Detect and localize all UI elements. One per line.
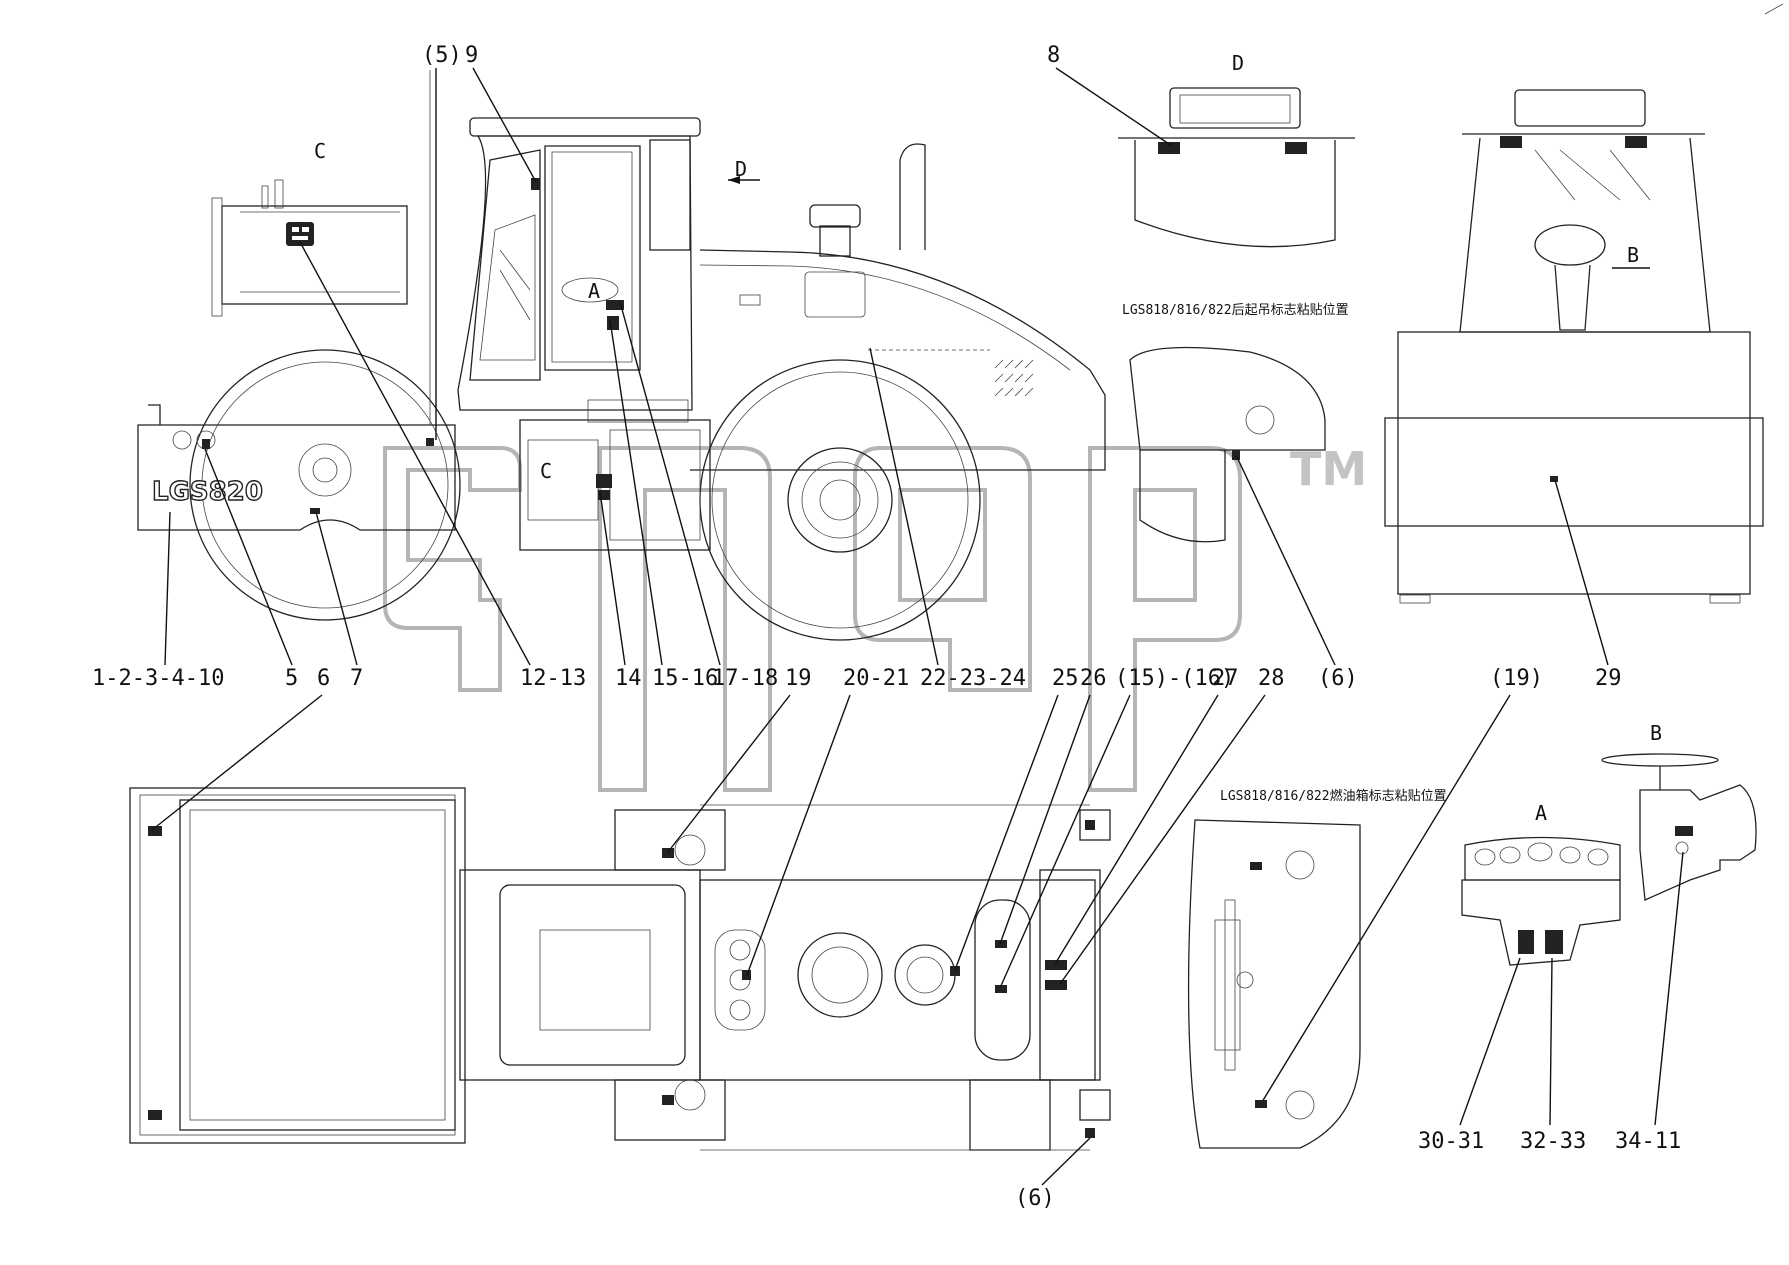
watermark-tm: TM [1290,442,1367,496]
view-label-c-inset: C [540,459,552,483]
d-view: D LGS818/816/822后起吊标志粘贴位置 [1118,51,1355,318]
caption-fuel-tank: LGS818/816/822燃油箱标志粘贴位置 [1220,788,1447,804]
view-label-a-cab: A [588,279,600,303]
callout-32-33: 32-33 [1520,1129,1586,1154]
callout-17-18: 17-18 [712,666,778,691]
callout-5-top: (5) [422,43,462,68]
callout-19: 19 [785,666,812,691]
callout-row-bottom-right: 30-31 32-33 34-11 [1418,851,1684,1154]
callout-14: 14 [615,666,642,691]
callout-1-2-3-4-10: 1-2-3-4-10 [92,666,224,691]
callout-15-16-paren: (15)-(16) [1115,666,1234,691]
callout-9: 9 [465,43,478,68]
callout-28: 28 [1258,666,1285,691]
callout-20-21: 20-21 [843,666,909,691]
callout-row-1: (5) 9 8 1-2-3-4-10 5 6 7 12-13 14 15-16 … [92,43,1622,691]
corner-mark [1764,3,1784,15]
callout-22-23-24: 22-23-24 [920,666,1026,691]
view-label-c-top: C [314,139,326,163]
view-label-b: B [1650,721,1662,745]
watermark: TM [383,442,1367,792]
fuel-tank-view: LGS818/816/822燃油箱标志粘贴位置 [1187,788,1447,1149]
view-arrow-d-label: D [735,157,747,181]
callout-19-paren: (19) [1490,666,1543,691]
callout-6-paren: (6) [1318,666,1358,691]
view-label-d: D [1232,51,1244,75]
rear-view: B [1384,89,1764,604]
callout-12-13: 12-13 [520,666,586,691]
callout-25: 25 [1052,666,1079,691]
callout-30-31: 30-31 [1418,1129,1484,1154]
leader-lines [164,67,1609,666]
callout-34-11: 34-11 [1615,1129,1681,1154]
view-label-a: A [1535,801,1547,825]
callout-5: 5 [285,666,298,691]
top-view-roller: (6) [129,787,1111,1211]
leader-lines-bottom [151,694,1511,1103]
callout-27: 27 [1212,666,1239,691]
callout-15-16: 15-16 [652,666,718,691]
callout-6-bottom: (6) [1015,1186,1055,1211]
callout-29: 29 [1595,666,1622,691]
callout-26: 26 [1080,666,1107,691]
callout-8: 8 [1047,43,1060,68]
b-view-steering: B [1601,721,1757,901]
side-view-roller: C LGS820 C A D [137,70,1106,641]
view-label-b-arrow: B [1627,243,1639,267]
callout-6: 6 [317,666,330,691]
caption-rear-lifting: LGS818/816/822后起吊标志粘贴位置 [1122,303,1349,318]
callout-7: 7 [350,666,363,691]
a-view-dashboard: A [1461,801,1621,966]
model-badge: LGS820 [152,477,263,507]
